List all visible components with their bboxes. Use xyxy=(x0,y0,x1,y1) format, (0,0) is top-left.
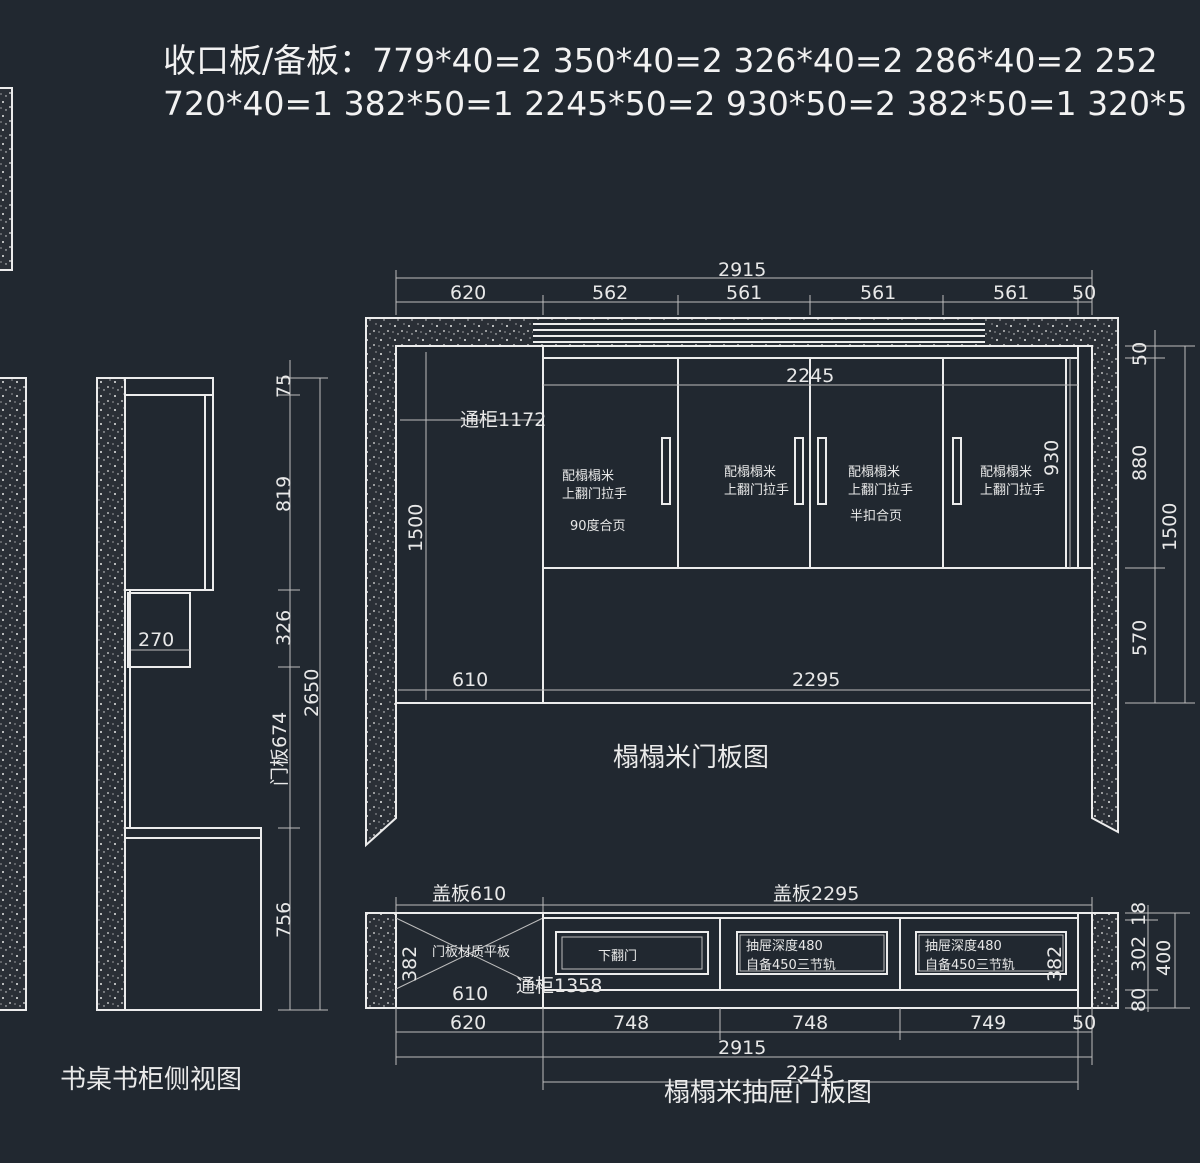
rail-1: 自备450三节轨 xyxy=(746,957,836,973)
label-cabinet-1358: 通柜1358 xyxy=(516,975,602,997)
handle-3 xyxy=(817,437,827,505)
dim-18: 18 xyxy=(1128,902,1150,926)
dim-80: 80 xyxy=(1128,988,1150,1012)
drawer-panel-1 xyxy=(736,931,888,975)
handle-1 xyxy=(661,437,671,505)
label-flat-panel: 门板材质平板 xyxy=(432,945,510,960)
left-edge-fragments xyxy=(0,87,27,1011)
label-cabinet-1172: 通柜1172 xyxy=(460,409,546,431)
dim-400: 400 xyxy=(1153,940,1175,976)
handle-4 xyxy=(952,437,962,505)
dim-749: 749 xyxy=(970,1012,1006,1034)
drawer-cabinet xyxy=(395,912,1093,1009)
header-line-1: 收口板/备板：779*40=2 350*40=2 326*40=2 286*40… xyxy=(163,41,1158,80)
dim-302: 302 xyxy=(1128,936,1150,972)
dim-562: 562 xyxy=(592,282,628,304)
dim-2245-bottom: 2245 xyxy=(786,1062,834,1084)
dim-50-right: 50 xyxy=(1129,342,1151,366)
dim-270: 270 xyxy=(138,629,174,651)
note-1a: 配榻榻米 xyxy=(562,469,614,484)
dim-1500-right: 1500 xyxy=(1159,503,1181,551)
side-view: 75 819 326 2650 门板674 756 270 书桌书柜侧视图 xyxy=(60,360,328,1095)
drawer-view-title: 榻榻米抽屉门板图 xyxy=(664,1078,872,1108)
note-1b: 上翻门拉手 xyxy=(562,487,627,502)
side-view-title: 书桌书柜侧视图 xyxy=(60,1065,242,1095)
dim-570: 570 xyxy=(1129,620,1151,656)
drawer-depth-1: 抽屉深度480 xyxy=(746,938,823,954)
label-down-door: 下翻门 xyxy=(598,949,637,964)
dim-75: 75 xyxy=(273,374,295,398)
note-3c: 半扣合页 xyxy=(850,509,902,524)
upper-cabinet xyxy=(124,377,214,591)
dim-756: 756 xyxy=(273,902,295,938)
dim-2295: 2295 xyxy=(792,669,840,691)
dim-door-674: 门板674 xyxy=(269,712,291,786)
note-3a: 配榻榻米 xyxy=(848,465,900,480)
note-4a: 配榻榻米 xyxy=(980,465,1032,480)
dim-382-right: 382 xyxy=(1044,946,1066,982)
drawer-depth-2: 抽屉深度480 xyxy=(925,938,1002,954)
cover-610: 盖板610 xyxy=(432,883,506,905)
dim-620-bottom: 620 xyxy=(450,1012,486,1034)
note-1c: 90度合页 xyxy=(570,518,626,534)
dim-50-bottom: 50 xyxy=(1072,1012,1096,1034)
desk xyxy=(124,827,262,1011)
dim-748-b: 748 xyxy=(792,1012,828,1034)
front-cabinet xyxy=(395,345,1093,704)
dim-880: 880 xyxy=(1129,445,1151,481)
dim-2245: 2245 xyxy=(786,365,834,387)
note-3b: 上翻门拉手 xyxy=(848,483,913,498)
dim-1500-left: 1500 xyxy=(405,504,427,552)
rail-2: 自备450三节轨 xyxy=(925,957,1015,973)
drawer-view: 盖板610 盖板2295 382 门板材质平板 610 通柜1358 下翻门 抽… xyxy=(365,883,1190,1108)
dim-819: 819 xyxy=(273,476,295,512)
front-view: 2915 620 562 561 561 561 50 2245 通柜1172 xyxy=(365,259,1195,848)
handle-2 xyxy=(794,437,804,505)
dim-382-left: 382 xyxy=(399,946,421,982)
dim-610-drawer: 610 xyxy=(452,983,488,1005)
dim-610: 610 xyxy=(452,669,488,691)
dim-50-top: 50 xyxy=(1072,282,1096,304)
note-2a: 配榻榻米 xyxy=(724,465,776,480)
dim-748-a: 748 xyxy=(613,1012,649,1034)
header-line-2: 720*40=1 382*50=1 2245*50=2 930*50=2 382… xyxy=(163,84,1188,123)
dim-561-b: 561 xyxy=(860,282,896,304)
cover-2295: 盖板2295 xyxy=(773,883,859,905)
dim-620: 620 xyxy=(450,282,486,304)
note-4b: 上翻门拉手 xyxy=(980,483,1045,498)
dim-326: 326 xyxy=(273,610,295,646)
note-2b: 上翻门拉手 xyxy=(724,483,789,498)
dim-2915-bottom: 2915 xyxy=(718,1037,766,1059)
shelf-box xyxy=(127,592,191,668)
dim-561-a: 561 xyxy=(726,282,762,304)
dim-2915-top: 2915 xyxy=(718,259,766,281)
dim-561-c: 561 xyxy=(993,282,1029,304)
side-wall xyxy=(96,377,126,1011)
dim-2650: 2650 xyxy=(301,669,323,717)
front-view-title: 榻榻米门板图 xyxy=(613,743,769,773)
down-door-panel xyxy=(555,931,709,975)
drawer-panel-2 xyxy=(915,931,1067,975)
dim-930: 930 xyxy=(1041,440,1063,476)
